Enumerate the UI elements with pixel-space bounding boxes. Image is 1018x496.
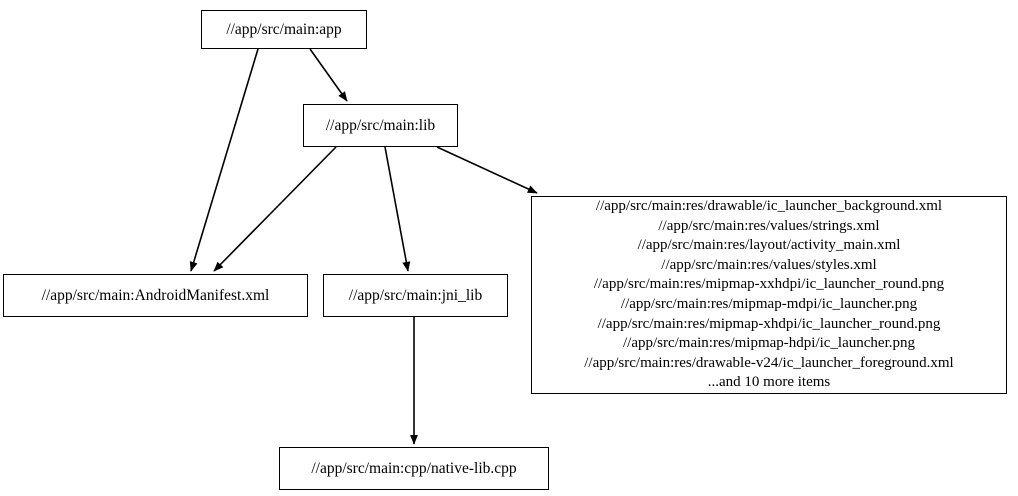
node-android-manifest-label: //app/src/main:AndroidManifest.xml <box>41 286 270 304</box>
node-native-lib-cpp[interactable]: //app/src/main:cpp/native-lib.cpp <box>279 447 549 490</box>
node-jni-lib-label: //app/src/main:jni_lib <box>348 286 483 304</box>
edge-lib-to-resources <box>436 146 538 194</box>
node-lib[interactable]: //app/src/main:lib <box>303 104 458 147</box>
node-native-lib-cpp-label: //app/src/main:cpp/native-lib.cpp <box>311 459 517 477</box>
node-lib-label: //app/src/main:lib <box>325 116 436 134</box>
edge-lib-to-jni-lib <box>384 146 411 272</box>
node-resources-group[interactable]: //app/src/main:res/drawable/ic_launcher_… <box>531 196 1007 394</box>
edge-app-to-manifest <box>189 48 259 272</box>
node-jni-lib[interactable]: //app/src/main:jni_lib <box>323 274 508 317</box>
node-android-manifest[interactable]: //app/src/main:AndroidManifest.xml <box>3 274 308 317</box>
node-app[interactable]: //app/src/main:app <box>201 10 367 49</box>
node-resources-group-label: //app/src/main:res/drawable/ic_launcher_… <box>584 198 954 391</box>
node-app-label: //app/src/main:app <box>226 20 342 38</box>
edge-lib-to-manifest <box>213 146 337 272</box>
edge-app-to-lib <box>309 48 348 102</box>
